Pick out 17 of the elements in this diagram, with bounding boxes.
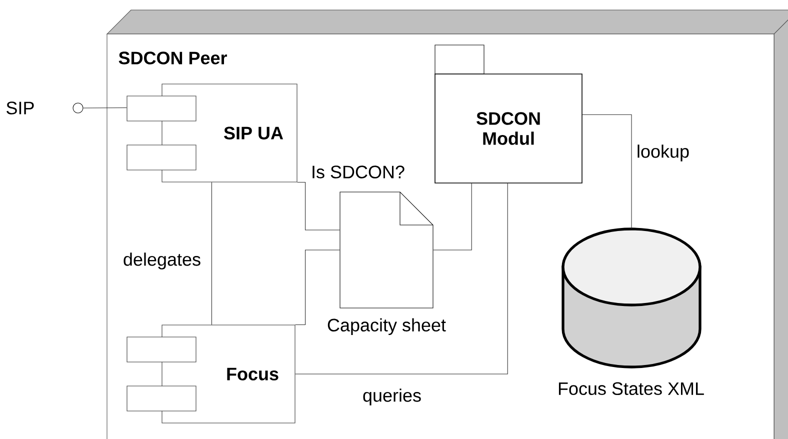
edge-label: delegates xyxy=(122,251,202,271)
connector-line xyxy=(433,183,472,250)
edge-label: Is SDCON? xyxy=(310,164,406,180)
database-cylinder: Focus States XML xyxy=(558,228,704,395)
connector-line xyxy=(297,182,340,230)
edge-label: queries xyxy=(361,387,423,407)
edge-label: lookup xyxy=(635,143,691,163)
component-box: SIP UA xyxy=(126,84,298,182)
component-box: Focus xyxy=(126,324,296,424)
connector-line xyxy=(295,250,340,325)
node-label: SIP xyxy=(6,102,34,114)
connector-line xyxy=(295,183,508,374)
node-label: Focus States XML xyxy=(558,382,704,396)
package-box: SDCON Modul xyxy=(434,44,582,184)
connector-line xyxy=(83,107,127,108)
connector-line xyxy=(582,114,632,229)
connector-line xyxy=(211,182,212,325)
